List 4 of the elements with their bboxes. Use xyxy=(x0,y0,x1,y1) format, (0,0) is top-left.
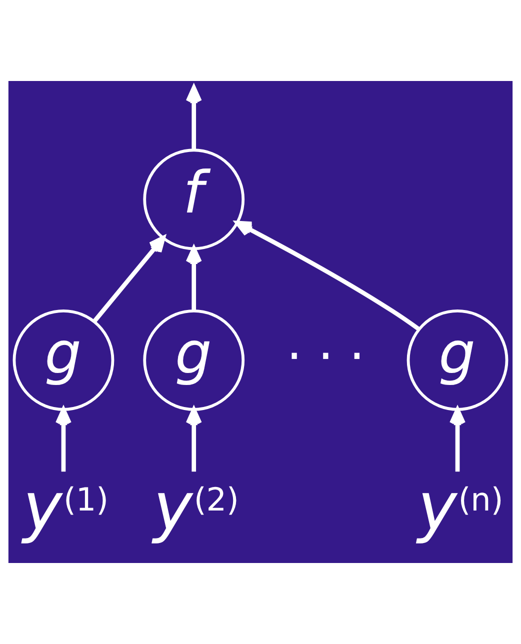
node-text: y$^{(n)}$ xyxy=(418,467,504,546)
label: · · · xyxy=(286,326,365,385)
node-text: y$^{(2)}$ xyxy=(153,467,239,546)
node-text: y$^{(1)}$ xyxy=(22,467,109,546)
